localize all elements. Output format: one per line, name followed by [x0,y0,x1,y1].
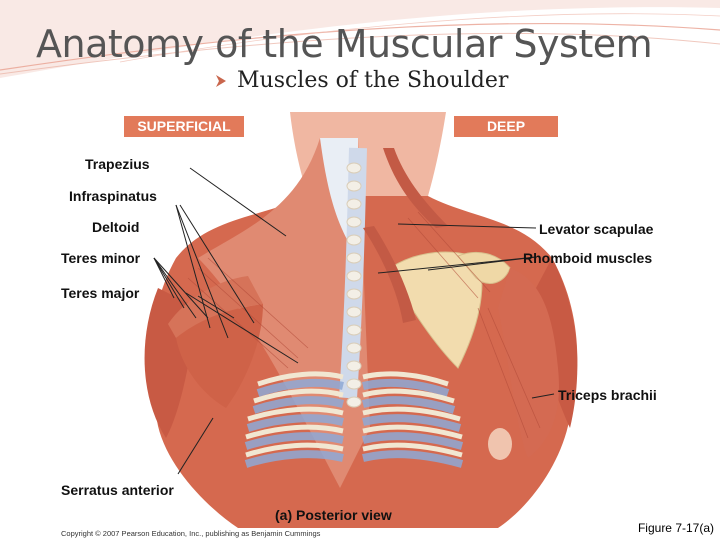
copyright-line: Copyright © 2007 Pearson Education, Inc.… [61,529,321,538]
label-infraspinatus: Infraspinatus [69,188,157,204]
label-deltoid: Deltoid [92,219,140,235]
bullet-item: Muscles of the Shoulder [212,68,508,93]
label-trapezius: Trapezius [85,156,150,172]
arrow-bullet-icon [216,74,226,87]
label-levator-scapulae: Levator scapulae [539,221,654,237]
deep-header: DEEP [454,116,558,137]
superficial-header: SUPERFICIAL [124,116,244,137]
label-serratus-anterior: Serratus anterior [61,482,174,498]
back-muscles-illustration [58,108,678,540]
label-rhomboid-muscles: Rhomboid muscles [523,250,653,266]
anatomy-figure: SUPERFICIAL DEEP Trapezius Infraspinatus… [58,108,678,540]
label-teres-major: Teres major [61,285,140,301]
bullet-text: Muscles of the Shoulder [237,68,509,93]
figure-caption: (a) Posterior view [275,507,392,523]
figure-number: Figure 7-17(a) [637,521,714,535]
label-triceps-brachii: Triceps brachii [558,387,657,403]
label-teres-minor: Teres minor [61,250,141,266]
slide-title: Anatomy of the Muscular System [36,22,653,66]
